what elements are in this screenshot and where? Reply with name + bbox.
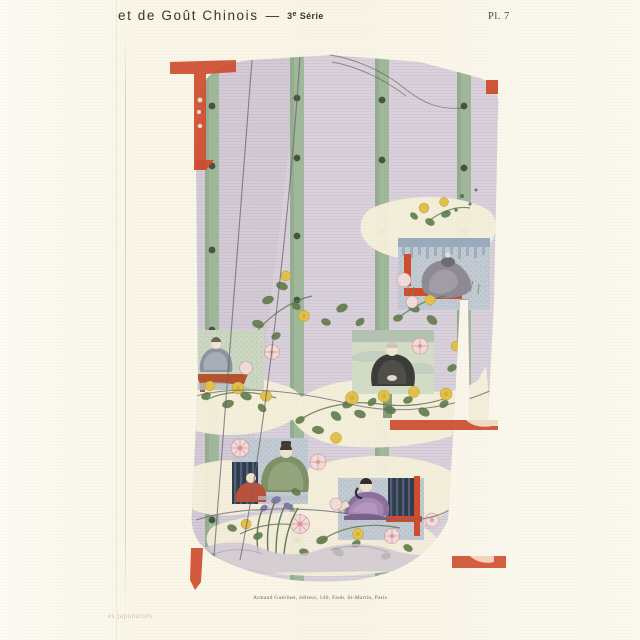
collar-contour <box>329 54 465 109</box>
chrysanthemum-pink <box>230 272 440 544</box>
cartouche-purple-lady <box>337 476 424 540</box>
series-label: 3e Série <box>287 11 324 21</box>
page-title: et de Goût Chinois — 3e Série <box>118 8 324 23</box>
title-dash: — <box>265 8 280 23</box>
chrysanthemum-yellow <box>204 197 462 540</box>
publisher-imprint: Armand Guérinet, éditeur, 140, Faub. St-… <box>252 595 388 601</box>
series-superscript: e <box>292 11 297 18</box>
flora-decoration <box>191 188 478 560</box>
vermilion-marks <box>170 60 506 590</box>
plate-header: et de Goût Chinois — 3e Série Pl. 7 <box>0 8 640 30</box>
iris-flowers <box>256 496 299 555</box>
plate-mark-line <box>125 32 126 610</box>
cartouche-seated-sage-left <box>191 330 264 392</box>
cartouche-seated-monk-center <box>352 330 434 418</box>
title-main-text: et de Goût Chinois <box>118 8 259 23</box>
kimono-outline <box>195 56 493 561</box>
series-number: 3 <box>287 11 293 21</box>
plate-edge-line <box>116 0 117 640</box>
bleed-through-caption: es japonaises <box>108 612 153 620</box>
series-word: Série <box>299 11 324 21</box>
kimono-body <box>191 55 499 582</box>
plate-number: Pl. 7 <box>488 11 510 22</box>
